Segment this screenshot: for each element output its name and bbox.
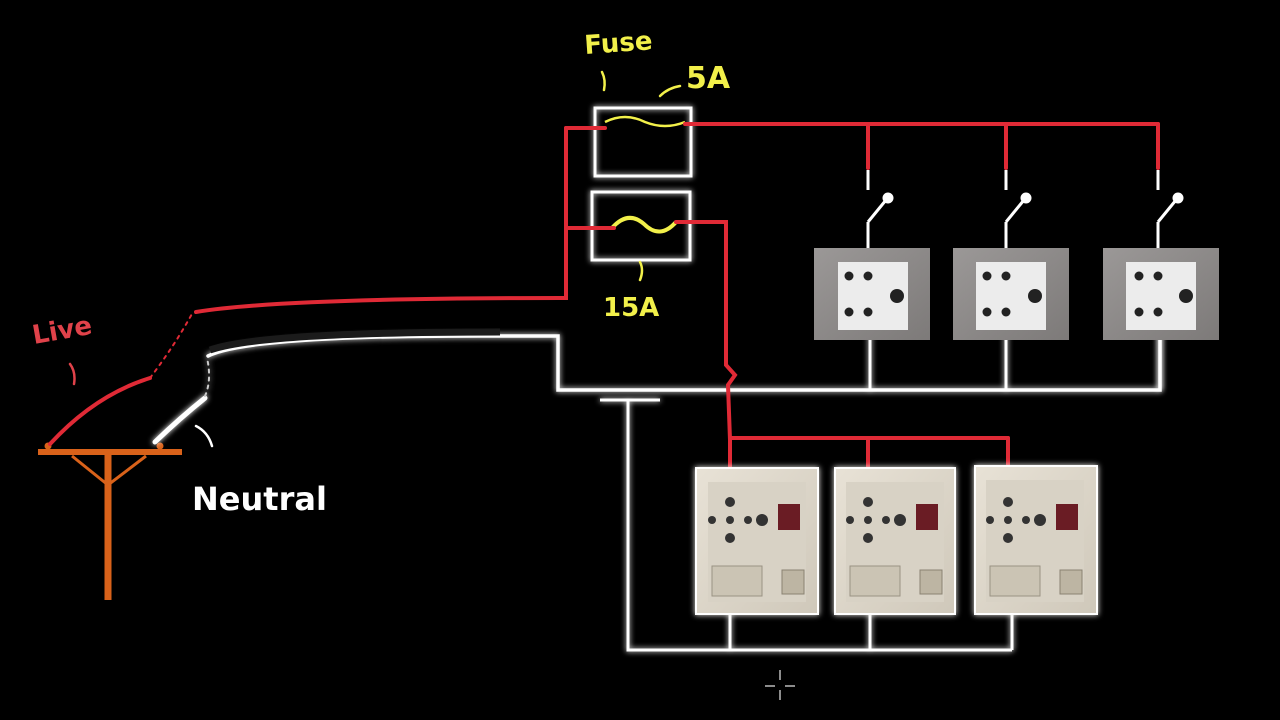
fuse-5a	[593, 106, 693, 178]
fuse-5a-label: 5A	[686, 61, 731, 96]
wall-socket-icon	[953, 248, 1069, 340]
switch-socket-1	[814, 170, 930, 340]
neutral-annotation	[194, 424, 214, 448]
neutral-feed-wire	[152, 333, 1162, 445]
toggle-switch-icon	[1004, 170, 1032, 262]
fuse-label: Fuse	[583, 26, 653, 61]
wall-socket-icon	[814, 248, 930, 340]
power-socket-3	[974, 465, 1098, 615]
switch-socket-2	[953, 170, 1069, 340]
wall-socket-icon	[1103, 248, 1219, 340]
utility-pole-icon	[38, 442, 182, 600]
neutral-label: Neutral	[192, 480, 327, 518]
neutral-socket-bus	[600, 398, 1014, 652]
power-socket-1	[695, 467, 819, 615]
fuse-annotations	[600, 70, 682, 282]
power-socket-2	[834, 467, 956, 615]
crosshair-cursor-icon	[765, 670, 795, 700]
live-label: Live	[30, 311, 94, 351]
live-feed-wire	[48, 126, 568, 446]
fuse-15a-label: 15A	[603, 293, 659, 323]
switch-socket-3	[1103, 170, 1219, 340]
live-annotation	[68, 362, 76, 386]
neutral-wire-shadow	[208, 328, 501, 354]
